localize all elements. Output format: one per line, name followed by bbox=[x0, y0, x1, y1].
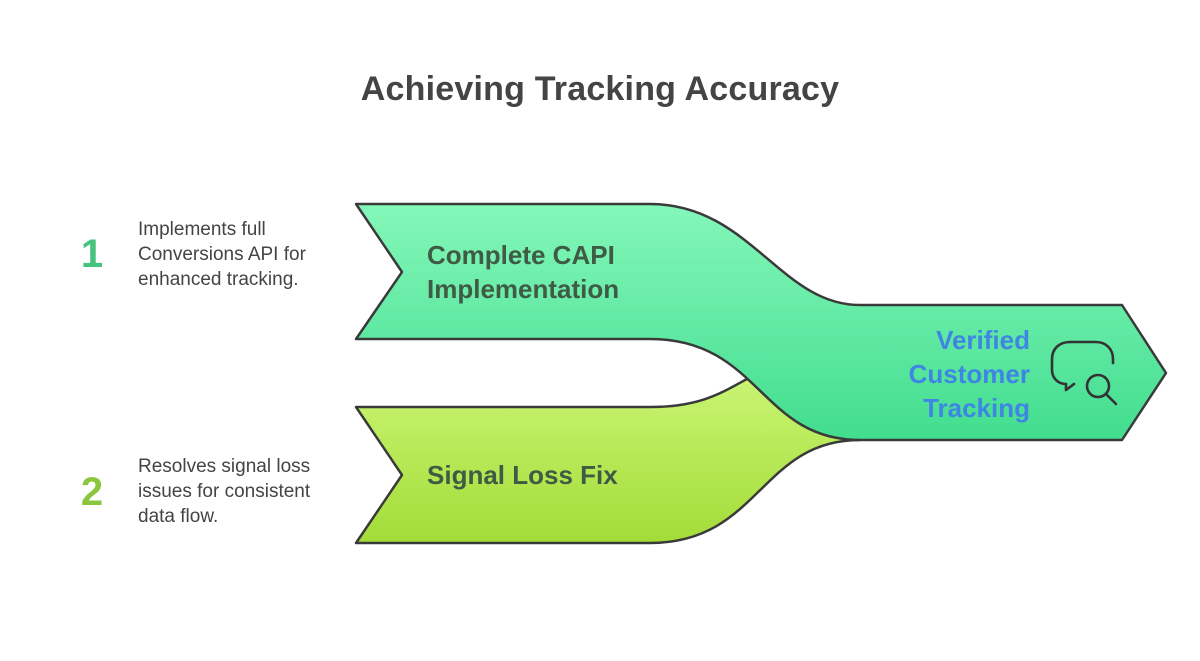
diagram-title: Achieving Tracking Accuracy bbox=[360, 70, 840, 108]
signal-loss-label: Signal Loss Fix bbox=[427, 460, 618, 490]
step-1-description: Implements full Conversions API for enha… bbox=[138, 219, 306, 290]
step-2-number: 2 bbox=[80, 470, 104, 514]
capi-band bbox=[354, 202, 1168, 442]
step-1-number: 1 bbox=[80, 232, 104, 276]
step-2-description: Resolves signal loss issues for consiste… bbox=[138, 456, 311, 527]
chat-search-icon bbox=[1050, 340, 1118, 406]
verified-tracking-label: Verified Customer Tracking bbox=[908, 325, 1030, 423]
capi-label: Complete CAPI Implementation bbox=[427, 240, 620, 304]
